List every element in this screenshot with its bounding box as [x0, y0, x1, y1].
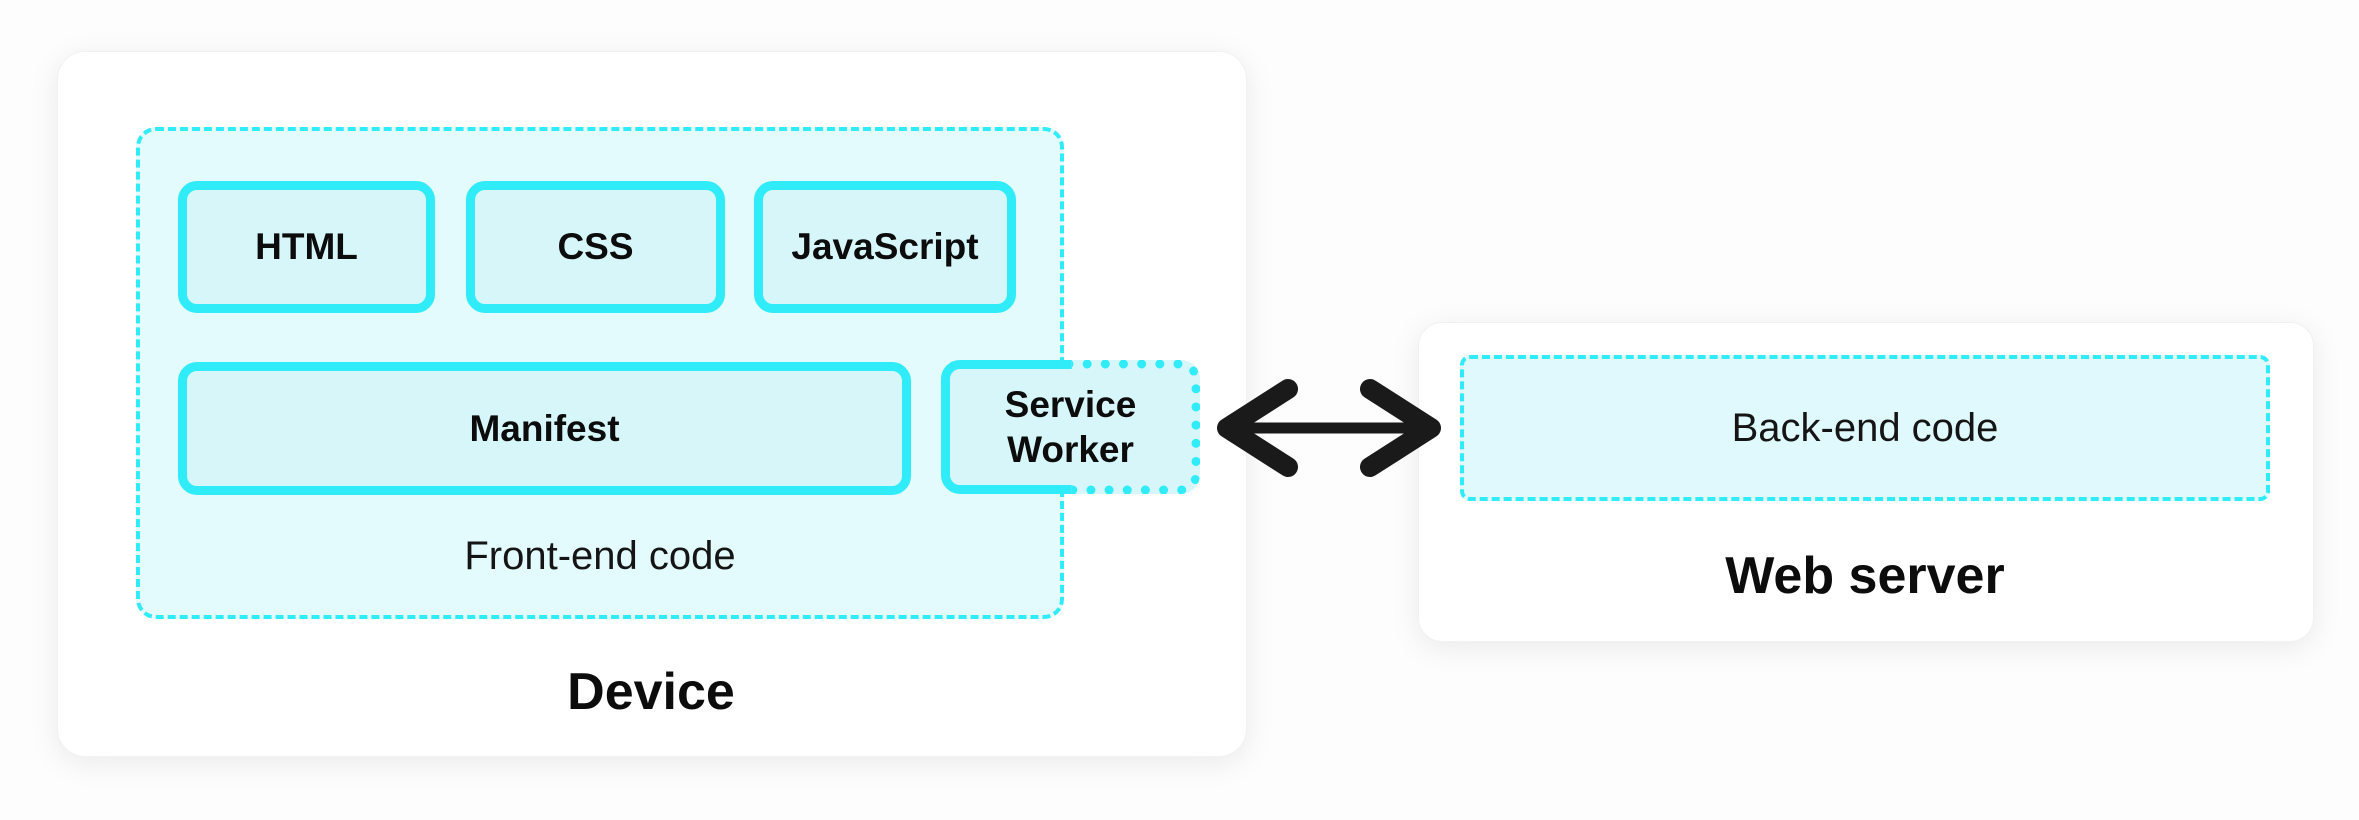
service-worker-box: Service Worker	[941, 360, 1200, 494]
service-worker-box-fill	[941, 360, 1200, 494]
css-box-label: CSS	[557, 226, 634, 268]
javascript-box: JavaScript	[754, 181, 1016, 313]
manifest-box-label: Manifest	[469, 407, 620, 449]
device-title: Device	[567, 663, 735, 721]
frontend-code-label: Front-end code	[464, 534, 736, 578]
service-worker-border-solid	[941, 360, 1072, 494]
double-arrow-icon	[1214, 368, 1444, 488]
service-worker-box-label: Service Worker	[1004, 383, 1137, 470]
manifest-box: Manifest	[178, 362, 911, 495]
web-server-title: Web server	[1725, 547, 2005, 605]
service-worker-border-dotted	[1071, 360, 1200, 494]
css-box: CSS	[466, 181, 725, 313]
backend-box: Back-end code	[1460, 355, 2270, 501]
html-box: HTML	[178, 181, 435, 313]
double-arrow-svg	[1217, 379, 1441, 477]
javascript-box-label: JavaScript	[791, 226, 979, 268]
html-box-label: HTML	[255, 226, 358, 268]
backend-code-label: Back-end code	[1731, 405, 1999, 450]
